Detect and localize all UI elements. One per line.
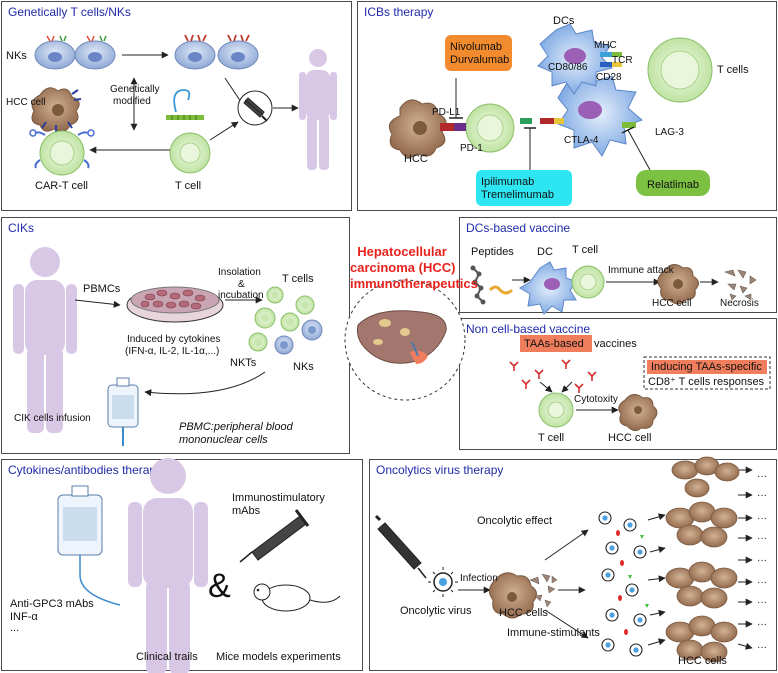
- label-nc-hcc-cell: HCC cell: [608, 432, 652, 444]
- label-infection: Infection: [460, 573, 498, 584]
- label-car-t: CAR-T cell: [35, 180, 88, 192]
- label-oncolytic-effect: Oncolytic effect: [477, 515, 552, 527]
- label-ov-hcc-cells-out: HCC cells: [678, 655, 727, 667]
- label-clinical: Clinical trails: [136, 651, 198, 663]
- drug-ipilimumab: Ipilimumab Tremelimumab: [476, 173, 572, 205]
- label-necrosis: Necrosis: [720, 298, 759, 309]
- label-ov-dots: ···: [757, 642, 767, 653]
- label-ov-dots: ···: [757, 619, 767, 630]
- label-cyto-ellipsis: ...: [10, 622, 20, 634]
- label-ctla4: CTLA-4: [564, 135, 599, 146]
- panel-title: Oncolytics virus therapy: [376, 463, 504, 477]
- label-cik-t-cells: T cells: [282, 273, 314, 285]
- label-cik-infusion: CIK cells infusion: [14, 413, 91, 424]
- panel-title: Cytokines/antibodies therapy: [8, 463, 163, 477]
- label-nc-t-cell: T cell: [538, 432, 565, 444]
- drug-name: Nivolumab: [450, 41, 502, 53]
- label-ov-dots: ···: [757, 513, 767, 524]
- label-nkts: NKTs: [230, 357, 257, 369]
- label-ampersand: &: [208, 567, 231, 605]
- label-immune-attack: Immune attack: [608, 265, 674, 276]
- drug-name: Relatlimab: [647, 179, 699, 191]
- label-cd8: CD8⁺ T cells responses: [648, 376, 765, 388]
- label-ov-dots: ···: [757, 555, 767, 566]
- center-title-line: immunotherapeutics: [350, 276, 478, 291]
- panel-title: ICBs therapy: [364, 5, 434, 19]
- label-modified: modified: [113, 96, 151, 107]
- label-ov-dots: ···: [757, 490, 767, 501]
- panel-cytokines: Cytokines/antibodies therapy: [1, 459, 363, 671]
- center-title-line: carcinoma (HCC): [350, 260, 456, 275]
- drug-relatlimab: Relatlimab: [636, 176, 710, 195]
- label-t-cells: T cells: [717, 64, 749, 76]
- label-hcc-cell: HCC cell: [6, 97, 46, 108]
- label-inf: INF-α: [10, 611, 38, 623]
- center-title-line: Hepatocellular: [357, 244, 447, 259]
- label-inducing: Inducing TAAs-specific: [651, 361, 762, 373]
- label-cd28: CD28: [596, 72, 622, 83]
- label-mhc: MHC: [594, 40, 617, 51]
- label-incubation: incubation: [218, 290, 264, 301]
- drug-name: Tremelimumab: [481, 189, 554, 201]
- label-genetically: Genetically: [110, 84, 160, 95]
- label-ov-hcc-cells: HCC cells: [499, 607, 548, 619]
- label-cytotoxity: Cytotoxity: [574, 394, 618, 405]
- label-mabs: mAbs: [232, 505, 261, 517]
- label-t-cell: T cell: [175, 180, 202, 192]
- panel-title: Genetically T cells/NKs: [8, 5, 131, 19]
- label-pbmc-definition: PBMC:peripheral blood: [179, 421, 293, 433]
- panel-title: CIKs: [8, 221, 35, 235]
- label-induced: Induced by cytokines: [127, 334, 221, 345]
- label-pd1: PD-1: [460, 143, 483, 154]
- label-isolation: Insolation: [218, 267, 261, 278]
- liver-illustration: [344, 279, 466, 401]
- label-oncolytic-virus: Oncolytic virus: [400, 605, 472, 617]
- drug-name: Durvalumab: [450, 54, 510, 66]
- drug-nivolumab: Nivolumab Durvalumab: [445, 38, 512, 70]
- label-tcr: TCR: [612, 55, 633, 66]
- panel-title: Non cell-based vaccine: [466, 322, 591, 336]
- label-anti-gpc3: Anti-GPC3 mAbs: [10, 598, 94, 610]
- label-pdl1: PD-L1: [432, 107, 461, 118]
- center-title: Hepatocellular carcinoma (HCC) immunothe…: [350, 244, 478, 292]
- label-vaccines: vaccines: [594, 338, 637, 350]
- label-peptides: Peptides: [471, 246, 514, 258]
- label-dc-hcc-cell: HCC cell: [652, 298, 692, 309]
- label-ov-dots: ···: [757, 597, 767, 608]
- label-pbmcs: PBMCs: [83, 283, 121, 295]
- label-ov-dots: ···: [757, 533, 767, 544]
- label-immune-stimulants: Immune-stimulants: [507, 627, 600, 639]
- label-cytokine-list: (IFN-α, IL-2, IL-1α,...): [125, 346, 220, 357]
- panel-oncolytic: Oncolytics virus therapy: [369, 459, 777, 671]
- panel-dc-vaccine: DCs-based vaccine: [459, 217, 777, 313]
- panel-title: DCs-based vaccine: [466, 221, 571, 235]
- label-nks: NKs: [6, 50, 27, 62]
- label-hcc: HCC: [404, 153, 428, 165]
- label-ov-dots: ···: [757, 577, 767, 588]
- label-isolation-amp: &: [238, 279, 245, 290]
- label-dc: DC: [537, 246, 553, 258]
- label-pbmc-definition-2: mononuclear cells: [179, 434, 268, 446]
- label-cd80: CD80/86: [548, 62, 588, 73]
- label-dcs: DCs: [553, 15, 575, 27]
- drug-name: Ipilimumab: [481, 176, 535, 188]
- label-dc-t-cell: T cell: [572, 244, 599, 256]
- label-immunostimulatory: Immunostimulatory: [232, 492, 325, 504]
- label-taas: TAAs-based: [524, 338, 584, 350]
- label-ov-dots: ···: [757, 471, 767, 482]
- label-mice: Mice models experiments: [216, 651, 341, 663]
- label-cik-nks: NKs: [293, 361, 314, 373]
- label-lag3: LAG-3: [655, 127, 684, 138]
